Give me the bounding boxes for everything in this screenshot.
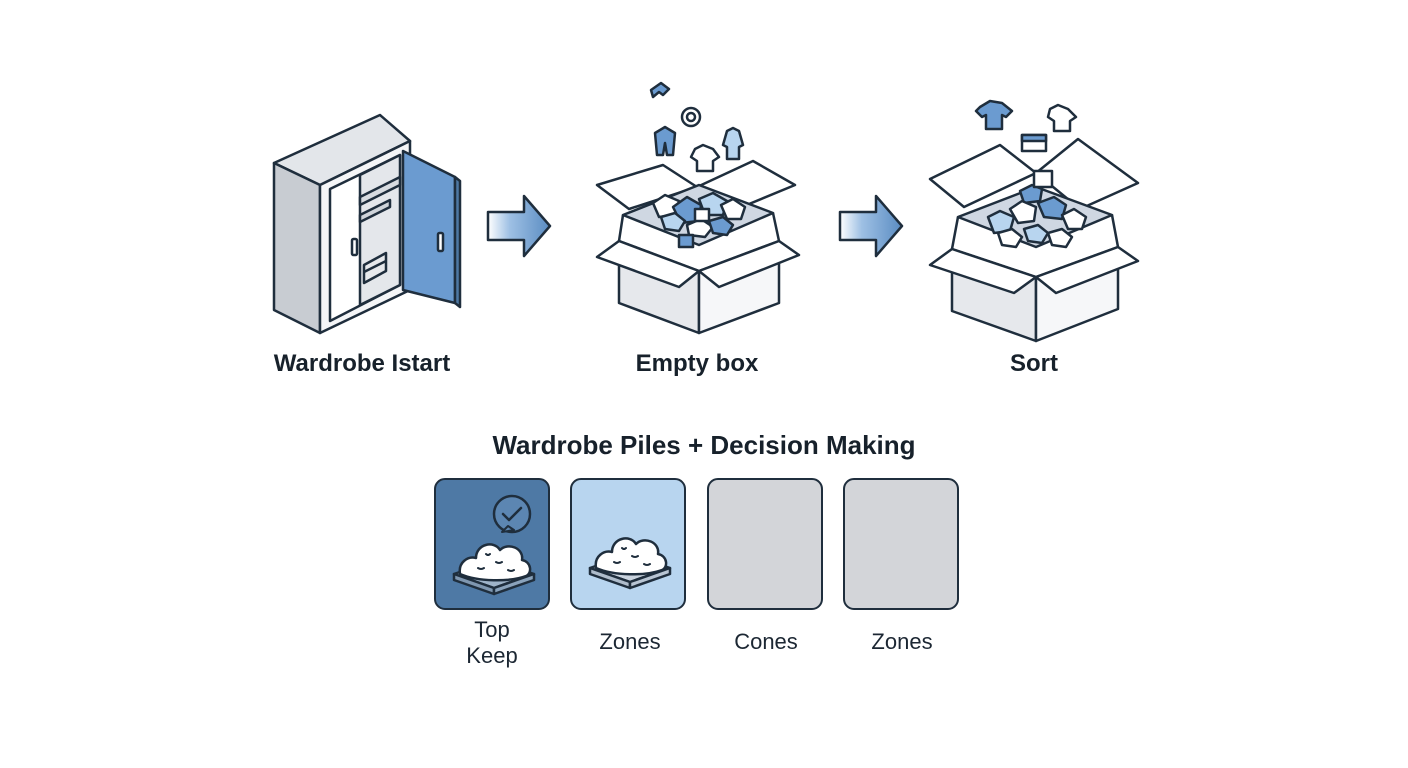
step-label-empty-box: Empty box bbox=[635, 350, 759, 377]
step-label-sort: Sort bbox=[1010, 350, 1058, 377]
open-box-icon bbox=[595, 81, 801, 335]
pile-label-cones: Cones bbox=[734, 629, 798, 654]
pile-icon bbox=[588, 537, 672, 590]
pile-label-zones: Zones bbox=[599, 629, 661, 654]
pile-label-keep: Top Keep bbox=[422, 617, 562, 669]
pile-tile-keep[interactable] bbox=[434, 478, 550, 610]
section-title: Wardrobe Piles + Decision Making bbox=[492, 430, 916, 460]
arrow-right-icon bbox=[838, 194, 904, 258]
pile-tile-zones-2[interactable] bbox=[843, 478, 959, 610]
pile-tile-zones[interactable] bbox=[570, 478, 686, 610]
step-label-wardrobe: Wardrobe Istart bbox=[273, 350, 451, 377]
pile-tile-cones[interactable] bbox=[707, 478, 823, 610]
wardrobe-icon bbox=[272, 113, 462, 335]
checkmark-icon bbox=[492, 494, 532, 534]
pile-label-keep-line1: Top bbox=[474, 617, 510, 642]
pile-label-keep-line2: Keep bbox=[466, 643, 518, 668]
pile-icon bbox=[452, 543, 536, 596]
arrow-right-icon bbox=[486, 194, 552, 258]
pile-label-zones-2: Zones bbox=[871, 629, 933, 654]
open-box-icon bbox=[928, 99, 1140, 343]
